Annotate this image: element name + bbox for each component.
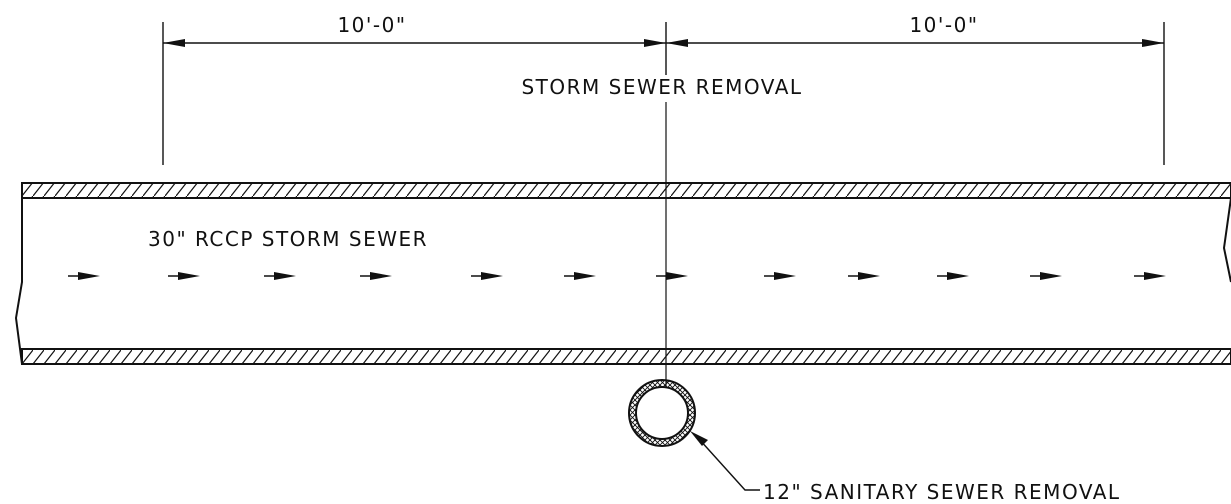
dimension-arrow-right-start [666,39,688,47]
flow-arrow-head [666,272,688,280]
sanitary-sewer-leader [698,438,760,491]
flow-arrow-head [858,272,880,280]
flow-arrow-head [574,272,596,280]
pipe-top-wall [21,182,1231,199]
flow-arrow-head [947,272,969,280]
sanitary-sewer-leader-arrow [690,431,708,446]
flow-arrow-head [1144,272,1166,280]
sanitary-sewer-pipe-interior [635,386,689,440]
sanitary-sewer-label: 12" SANITARY SEWER REMOVAL [763,480,1121,504]
flow-arrow-head [774,272,796,280]
pipe-break-line-right [1222,197,1231,283]
flow-arrow-head [274,272,296,280]
flow-arrow-head [481,272,503,280]
flow-direction-arrows [68,272,1166,280]
pipe-break-line-left [14,183,23,365]
dimension-label-right: 10'-0" [909,13,978,37]
storm-sewer-removal-label: STORM SEWER REMOVAL [521,75,802,99]
storm-sewer-label: 30" RCCP STORM SEWER [148,227,428,251]
flow-arrow-head [370,272,392,280]
dimension-arrow-left-start [163,39,185,47]
pipe-bottom-wall [21,348,1231,365]
flow-arrow-head [78,272,100,280]
dimension-arrow-left-end [644,39,666,47]
flow-arrow-head [1040,272,1062,280]
flow-arrow-head [178,272,200,280]
dimension-label-left: 10'-0" [337,13,406,37]
dimension-arrow-right-end [1142,39,1164,47]
